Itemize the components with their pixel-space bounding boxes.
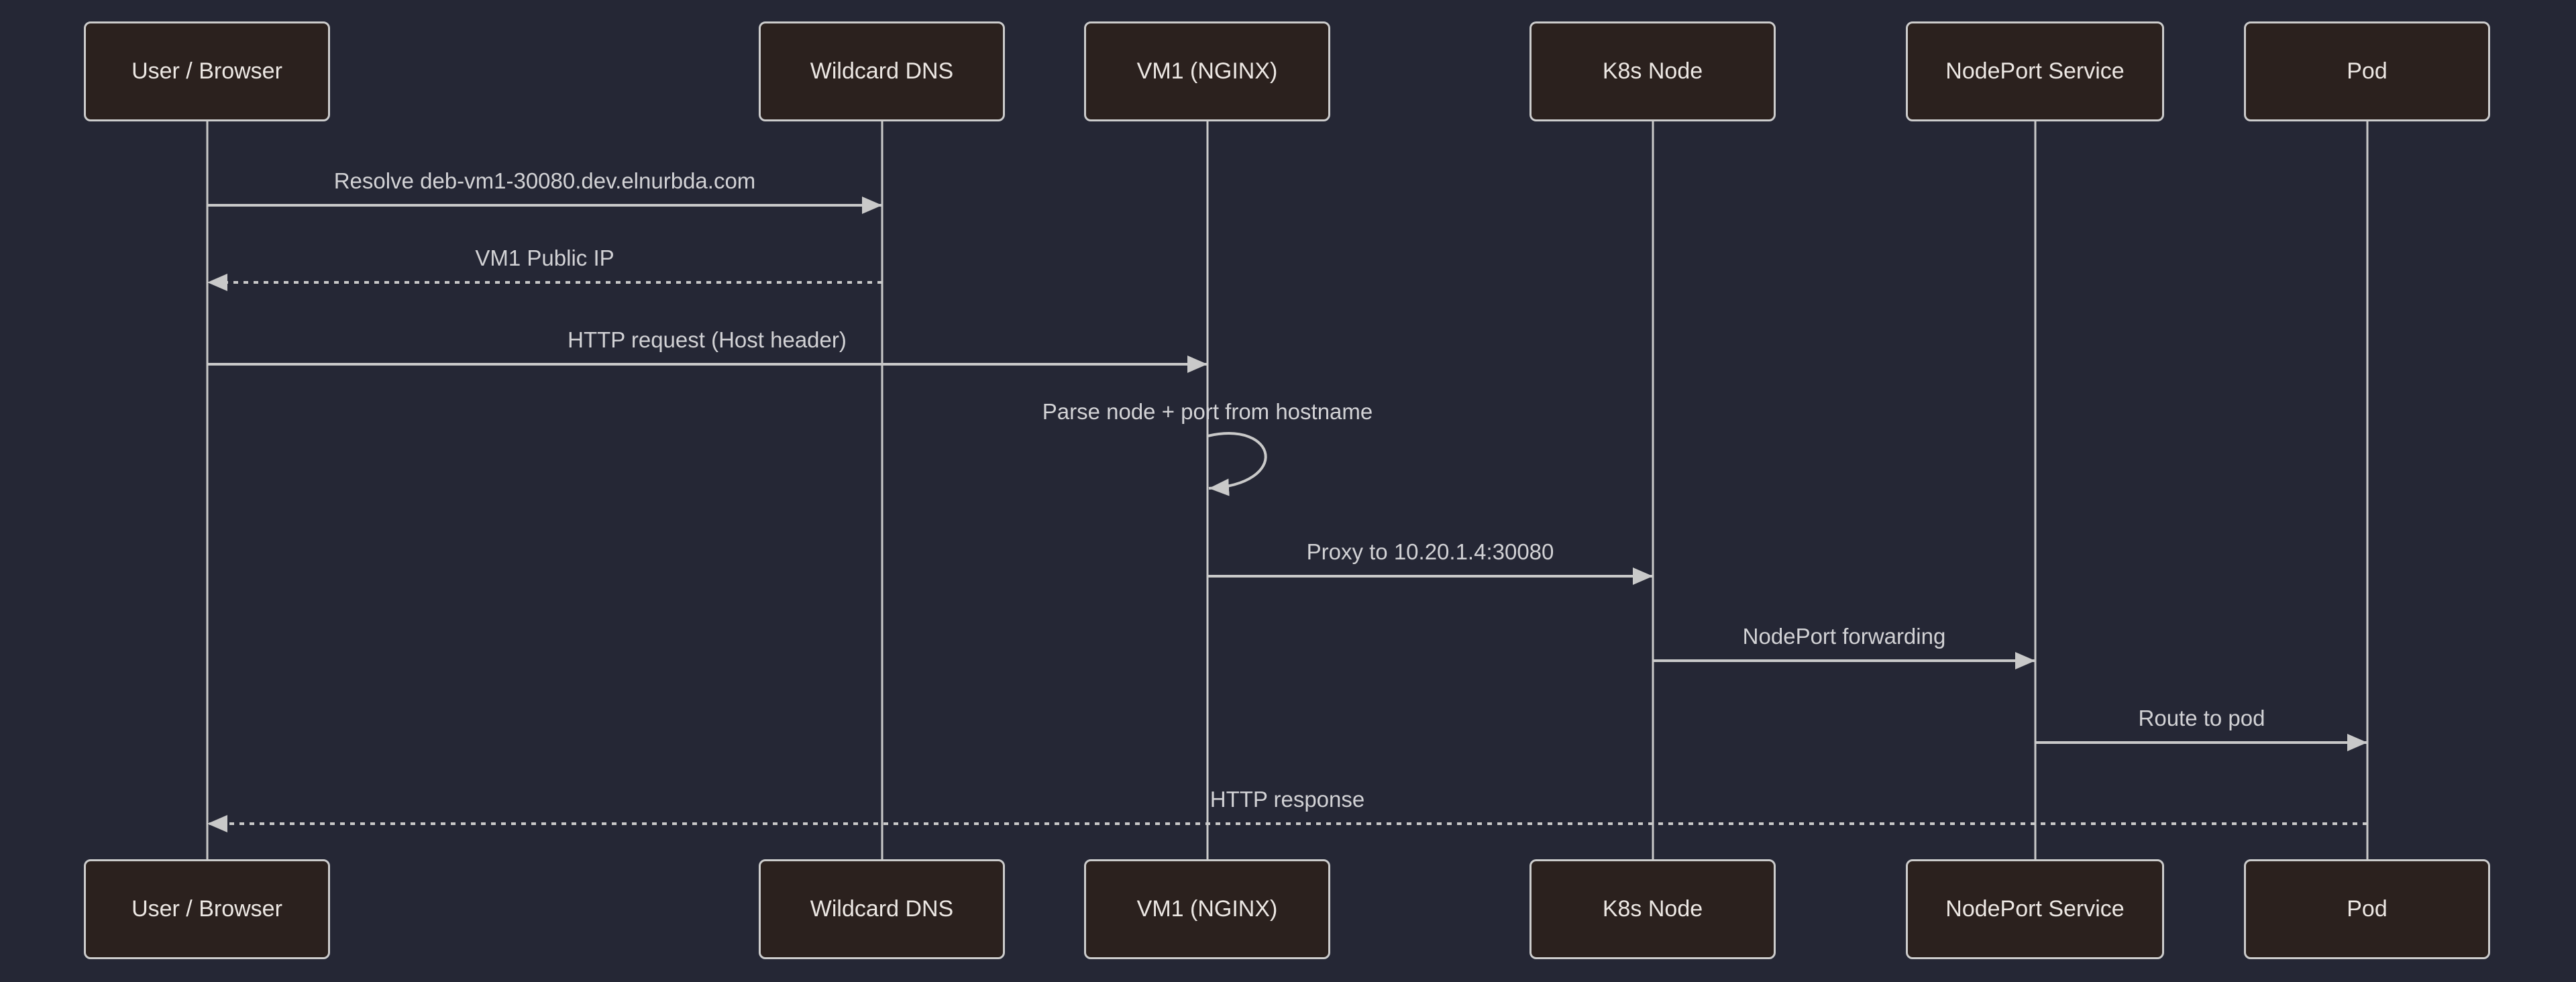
message-arrow-self-parse-hostname	[1207, 432, 1267, 496]
message-label-route-to-pod: Route to pod	[2138, 706, 2265, 730]
actor-top-nodeport-service: NodePort Service	[1906, 21, 2164, 121]
actor-bottom-pod: Pod	[2244, 859, 2490, 959]
message-label-nodeport-forwarding: NodePort forwarding	[1742, 624, 1946, 649]
message-label-resolve-dns: Resolve deb-vm1-30080.dev.elnurbda.com	[333, 168, 756, 193]
actor-bottom-k8s-node: K8s Node	[1529, 859, 1776, 959]
actor-bottom-vm1-nginx: VM1 (NGINX)	[1084, 859, 1330, 959]
actor-bottom-wildcard-dns: Wildcard DNS	[759, 859, 1005, 959]
message-label-http-response: HTTP response	[1210, 787, 1365, 812]
actor-bottom-nodeport-service: NodePort Service	[1906, 859, 2164, 959]
actor-top-k8s-node: K8s Node	[1529, 21, 1776, 121]
actor-bottom-user-browser: User / Browser	[84, 859, 330, 959]
actor-top-pod: Pod	[2244, 21, 2490, 121]
message-label-proxy: Proxy to 10.20.1.4:30080	[1306, 539, 1554, 564]
message-label-parse-hostname: Parse node + port from hostname	[1042, 399, 1373, 424]
message-label-vm1-public-ip: VM1 Public IP	[475, 246, 614, 270]
actor-top-vm1-nginx: VM1 (NGINX)	[1084, 21, 1330, 121]
actor-top-wildcard-dns: Wildcard DNS	[759, 21, 1005, 121]
message-label-http-request: HTTP request (Host header)	[568, 327, 847, 352]
actor-top-user-browser: User / Browser	[84, 21, 330, 121]
